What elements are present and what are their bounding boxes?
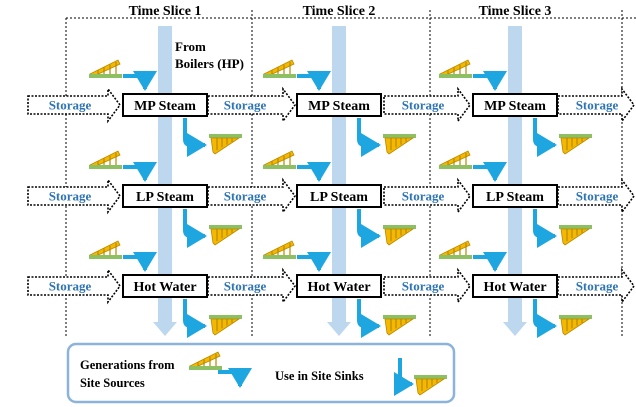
level-node-label: LP Steam — [136, 190, 194, 205]
level-node-label: Hot Water — [133, 280, 196, 295]
storage-label: Storage — [49, 98, 92, 113]
sink-arrow-c1r2 — [183, 209, 207, 248]
storage-label: Storage — [402, 279, 445, 294]
storage-label: Storage — [224, 98, 267, 113]
legend-sink-arrow — [394, 358, 414, 396]
storage-arrow-row2-2 — [207, 177, 296, 215]
storage-label: Storage — [576, 98, 619, 113]
source-arrow-c1r1 — [123, 71, 157, 91]
source-arrow-c3r1 — [473, 71, 507, 91]
sink-arrow-c1r1 — [183, 118, 207, 157]
level-node-box — [296, 274, 382, 298]
sink-icon-c1r1 — [209, 134, 242, 155]
storage-label: Storage — [49, 279, 92, 294]
storage-arrow-row2-1 — [27, 177, 121, 215]
source-icon-c3r1 — [439, 59, 472, 78]
storage-label: Storage — [402, 98, 445, 113]
level-node-box — [472, 93, 558, 117]
sink-icon-c3r3 — [559, 315, 592, 336]
sink-icon-c2r3 — [383, 315, 416, 336]
level-node-label: MP Steam — [484, 99, 546, 114]
source-arrow-c3r2 — [473, 162, 507, 182]
legend-generation-line1: Generations from — [80, 358, 175, 372]
storage-label: Storage — [576, 279, 619, 294]
level-node-label: MP Steam — [308, 99, 370, 114]
level-node-label: Hot Water — [483, 280, 546, 295]
sink-arrow-c2r2 — [357, 209, 381, 248]
sink-icon-c1r3 — [209, 315, 242, 336]
level-node-label: LP Steam — [310, 190, 368, 205]
level-node-box — [296, 93, 382, 117]
storage-label: Storage — [402, 189, 445, 204]
sink-icon-c3r2 — [559, 225, 592, 246]
source-icon-c2r3 — [263, 240, 296, 259]
sink-arrow-c2r3 — [357, 299, 381, 338]
sink-arrow-c3r3 — [533, 299, 557, 338]
source-icon-c1r3 — [89, 240, 122, 259]
storage-arrow-row2-4 — [557, 177, 635, 215]
storage-arrow-row3-3 — [383, 267, 471, 305]
boiler-note-line2: Boilers (HP) — [175, 56, 244, 71]
storage-arrow-row1-2 — [207, 86, 296, 124]
sink-icon-c2r2 — [383, 225, 416, 246]
sink-icon-c3r1 — [559, 134, 592, 155]
level-node-box — [122, 93, 208, 117]
storage-label: Storage — [224, 279, 267, 294]
source-icon-c1r2 — [89, 150, 122, 169]
storage-label: Storage — [224, 189, 267, 204]
storage-arrow-row3-1 — [27, 267, 121, 305]
source-arrow-c1r2 — [123, 162, 157, 182]
source-arrow-c3r3 — [473, 252, 507, 272]
source-icon-c3r2 — [439, 150, 472, 169]
storage-arrow-row1-4 — [557, 86, 635, 124]
source-arrow-c2r2 — [297, 162, 331, 182]
source-icon-c3r3 — [439, 240, 472, 259]
storage-arrow-row2-3 — [383, 177, 471, 215]
sink-icon-c1r2 — [209, 225, 242, 246]
sink-icon-c2r1 — [383, 134, 416, 155]
legend-sink-icon — [414, 375, 447, 396]
legend-source-icon — [189, 351, 222, 370]
level-node-box — [122, 184, 208, 208]
sink-arrow-c1r3 — [183, 299, 207, 338]
level-node-box — [122, 274, 208, 298]
source-arrow-c1r3 — [123, 252, 157, 272]
storage-arrow-row1-3 — [383, 86, 471, 124]
time-slice-2-title: Time Slice 2 — [303, 4, 376, 19]
source-arrow-c2r1 — [297, 71, 331, 91]
time-slice-3-title: Time Slice 3 — [479, 4, 552, 19]
storage-arrow-row1-1 — [27, 86, 121, 124]
legend-generation-line2: Site Sources — [80, 376, 145, 390]
source-arrow-c2r3 — [297, 252, 331, 272]
level-node-box — [472, 274, 558, 298]
legend-use-label: Use in Site Sinks — [275, 369, 364, 383]
level-node-label: Hot Water — [307, 280, 370, 295]
storage-arrow-row3-2 — [207, 267, 296, 305]
source-icon-c2r2 — [263, 150, 296, 169]
sink-arrow-c3r1 — [533, 118, 557, 157]
legend-source-arrow — [218, 368, 252, 388]
level-node-label: MP Steam — [134, 99, 196, 114]
level-node-box — [472, 184, 558, 208]
level-node-box — [296, 184, 382, 208]
boiler-note-line1: From — [175, 39, 206, 54]
heat-exchange-layer — [89, 59, 592, 338]
sink-arrow-c3r2 — [533, 209, 557, 248]
source-icon-c1r1 — [89, 59, 122, 78]
time-slice-1-title: Time Slice 1 — [129, 4, 202, 19]
storage-arrow-row3-4 — [557, 267, 635, 305]
level-node-label: LP Steam — [486, 190, 544, 205]
storage-label: Storage — [576, 189, 619, 204]
legend: Generations from Site Sources Use in Sit… — [66, 342, 456, 404]
source-icon-c2r1 — [263, 59, 296, 78]
sink-arrow-c2r1 — [357, 118, 381, 157]
storage-label: Storage — [49, 189, 92, 204]
